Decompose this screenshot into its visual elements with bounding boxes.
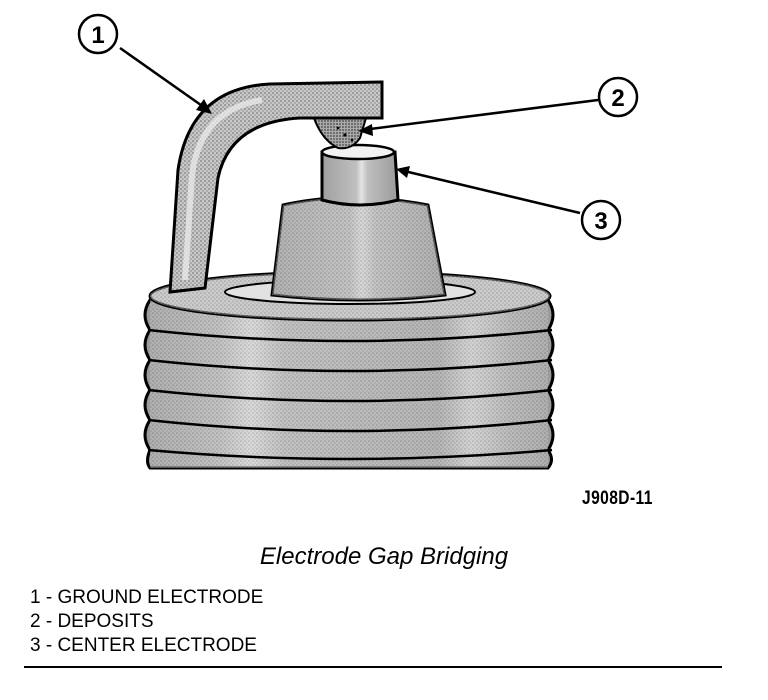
center-electrode xyxy=(320,143,400,207)
callout-3: 3 xyxy=(580,199,622,241)
legend-item-center-electrode: 3 - CENTER ELECTRODE xyxy=(30,635,257,656)
callout-leaders xyxy=(119,46,599,215)
legend-item-ground-electrode: 1 - GROUND ELECTRODE xyxy=(30,587,264,608)
bottom-rule xyxy=(24,666,722,668)
ground-electrode xyxy=(168,80,384,294)
callout-1: 1 xyxy=(77,13,119,55)
legend-item-deposits: 2 - DEPOSITS xyxy=(30,611,154,632)
deposits xyxy=(312,117,368,150)
insulator xyxy=(270,196,447,302)
callout-2-number: 2 xyxy=(611,85,624,112)
figure-id-label: J908D-11 xyxy=(582,488,653,509)
callout-3-number: 3 xyxy=(594,208,607,235)
legend: 1 - GROUND ELECTRODE 2 - DEPOSITS 3 - CE… xyxy=(30,586,263,658)
figure-caption: Electrode Gap Bridging xyxy=(259,543,509,570)
callout-1-number: 1 xyxy=(91,22,104,49)
callout-arrowheads xyxy=(196,99,410,178)
callout-2: 2 xyxy=(597,76,639,118)
